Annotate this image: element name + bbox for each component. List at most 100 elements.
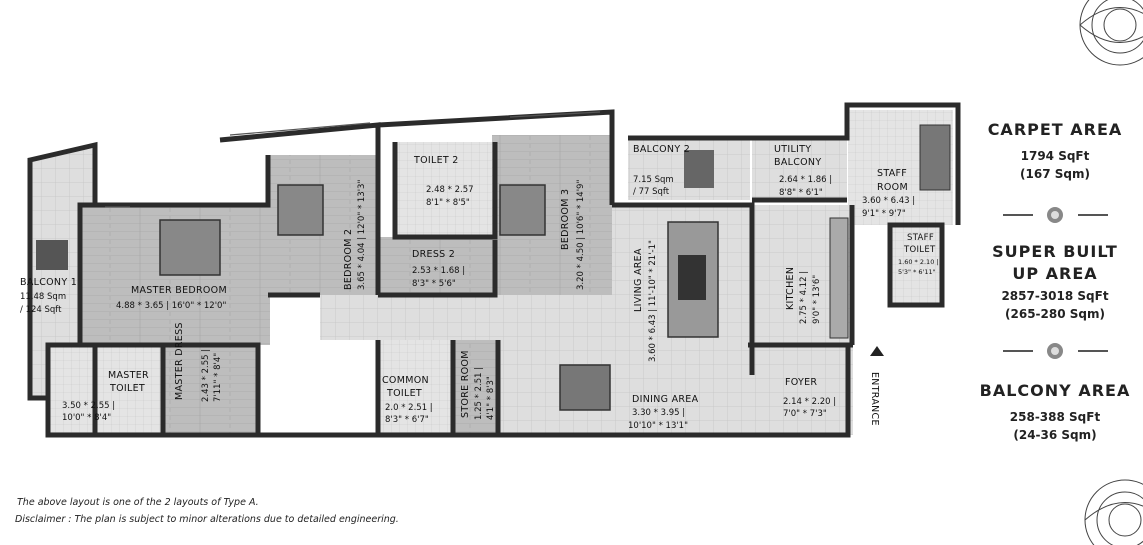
bed-2 (277, 184, 324, 236)
divider-1 (1003, 205, 1108, 225)
utility-floor (752, 138, 847, 200)
layout-note: The above layout is one of the 2 layouts… (17, 497, 259, 508)
super-built-up-title2: UP AREA (1012, 264, 1098, 283)
balcony2-label: BALCONY 2 (633, 144, 690, 155)
super-built-up-sqm: (265-280 Sqm) (1005, 307, 1105, 321)
dress2-label: DRESS 2 (412, 249, 455, 260)
walls (27, 102, 961, 438)
dress2-floor (380, 237, 495, 295)
staff-toilet-label2: TOILET (903, 245, 936, 255)
staff-room-dim2: 9'1" * 9'7" (862, 209, 906, 219)
bedroom2-label: BEDROOM 2 (343, 229, 354, 290)
flower-divider-icon (1047, 343, 1063, 359)
dress2-dim2: 8'3" * 5'6" (412, 279, 456, 289)
divider-2 (1003, 341, 1108, 361)
super-built-up-sqft: 2857-3018 SqFt (1001, 289, 1109, 303)
master-bedroom-label: MASTER BEDROOM (131, 285, 227, 296)
balcony1-table (36, 240, 68, 270)
foyer-dim2: 7'0" * 7'3" (783, 409, 827, 419)
super-built-up-block: SUPER BUILT UP AREA 2857-3018 SqFt (265-… (975, 241, 1135, 323)
master-bedroom-dim: 4.88 * 3.65 | 16'0" * 12'0" (116, 301, 226, 311)
master-bed (159, 219, 221, 276)
balcony-area-title: BALCONY AREA (979, 381, 1131, 400)
common-toilet-dim1: 2.0 * 2.51 | (385, 403, 433, 413)
staff-room-label2: ROOM (877, 182, 908, 193)
balcony-area-sqft: 258-388 SqFt (1009, 410, 1101, 424)
store-room-dim1: 1.25 * 2.51 | (474, 367, 484, 420)
common-toilet-label1: COMMON (382, 375, 429, 386)
toilet2-dim2: 8'1" * 8'5" (426, 198, 470, 208)
balcony-area-sqm: (24-36 Sqm) (1013, 428, 1097, 442)
kitchen-counter (829, 217, 849, 339)
entrance-marker: ENTRANCE (869, 346, 884, 426)
bedroom3-dim: 3.20 * 4.50 | 10'6" * 14'9" (576, 180, 586, 290)
store-room-floor (453, 340, 498, 435)
foyer-floor (748, 345, 853, 435)
furniture (36, 124, 951, 411)
kitchen-dim2: 9'0" * 13'6" (812, 275, 822, 324)
living-area-dim: 3.60 * 6.43 | 11'-10" * 21'-1" (648, 240, 658, 362)
balcony2-dim2: / 77 Sqft (633, 187, 670, 197)
toilet2-floor (395, 142, 495, 237)
master-dress-label: MASTER DRESS (174, 322, 185, 400)
master-toilet-label1: MASTER (108, 370, 149, 381)
staff-toilet-dim1: 1.60 * 2.10 | (898, 258, 939, 266)
dining-floor (498, 340, 748, 435)
balcony2-table (684, 150, 714, 188)
staff-toilet-floor (892, 225, 942, 305)
bedroom3-label: BEDROOM 3 (560, 189, 571, 250)
toilet2-dim1: 2.48 * 2.57 (426, 185, 474, 195)
foyer-label: FOYER (785, 377, 817, 388)
staff-bed (919, 124, 951, 191)
store-room-label: STORE ROOM (460, 350, 471, 418)
balcony1-dim1: 11.48 Sqm (20, 292, 66, 302)
balcony-area-block: BALCONY AREA 258-388 SqFt (24-36 Sqm) (975, 380, 1135, 444)
windows (105, 111, 601, 208)
foyer-dim1: 2.14 * 2.20 | (783, 397, 836, 407)
common-toilet-floor (378, 340, 453, 435)
disclaimer: Disclaimer : The plan is subject to mino… (15, 514, 399, 525)
master-toilet-dim1: 3.50 * 2.55 | (62, 401, 115, 411)
balcony2-dim1: 7.15 Sqm (633, 175, 674, 185)
master-toilet-floor (48, 345, 163, 435)
super-built-up-title1: SUPER BUILT (992, 242, 1118, 261)
entrance-arrow-icon (870, 346, 884, 356)
staff-room-label1: STAFF (877, 168, 907, 179)
utility-dim2: 8'8" * 6'1" (779, 188, 823, 198)
balcony1-label: BALCONY 1 (20, 277, 77, 288)
carpet-area-sqm: (167 Sqm) (1020, 167, 1090, 181)
bedroom2-dim: 3.65 * 4.04 | 12'0" * 13'3" (357, 180, 367, 290)
utility-dim1: 2.64 * 1.86 | (779, 175, 832, 185)
flower-divider-icon (1047, 207, 1063, 223)
dining-area-dim1: 3.30 * 3.95 | (632, 408, 685, 418)
staff-toilet-dim2: 5'3" * 6'11" (898, 268, 936, 276)
living-area-label: LIVING AREA (633, 248, 644, 312)
utility-label2: BALCONY (774, 157, 821, 168)
balcony1-dim2: / 124 Sqft (20, 305, 62, 315)
carpet-area-sqft: 1794 SqFt (1020, 149, 1090, 163)
dining-table (559, 364, 611, 411)
common-toilet-label2: TOILET (386, 388, 422, 399)
toilet2-label: TOILET 2 (413, 155, 459, 166)
bed-3 (499, 184, 546, 236)
coffee-table (678, 255, 706, 300)
dining-area-dim2: 10'10" * 13'1" (628, 421, 688, 431)
staff-toilet-label1: STAFF (907, 233, 934, 243)
kitchen-label: KITCHEN (785, 267, 796, 310)
staff-room-dim1: 3.60 * 6.43 | (862, 196, 915, 206)
corner-flower-bottom-icon (1084, 479, 1143, 545)
common-toilet-dim2: 8'3" * 6'7" (385, 415, 429, 425)
master-dress-dim2: 7'11" * 8'4" (213, 353, 223, 402)
entrance-label: ENTRANCE (869, 372, 880, 426)
corner-flower-top-icon (1079, 0, 1143, 66)
utility-label1: UTILITY (774, 144, 811, 155)
master-dress-floor (163, 345, 258, 435)
dress2-dim1: 2.53 * 1.68 | (412, 266, 465, 276)
carpet-area-block: CARPET AREA 1794 SqFt (167 Sqm) (975, 119, 1135, 183)
store-room-dim2: 4'1" * 8'3" (486, 376, 496, 420)
master-dress-dim1: 2.43 * 2.55 | (201, 349, 211, 402)
corridor-floor (320, 295, 620, 340)
carpet-area-title: CARPET AREA (987, 120, 1123, 139)
master-toilet-dim2: 10'0" * 8'4" (62, 413, 111, 423)
